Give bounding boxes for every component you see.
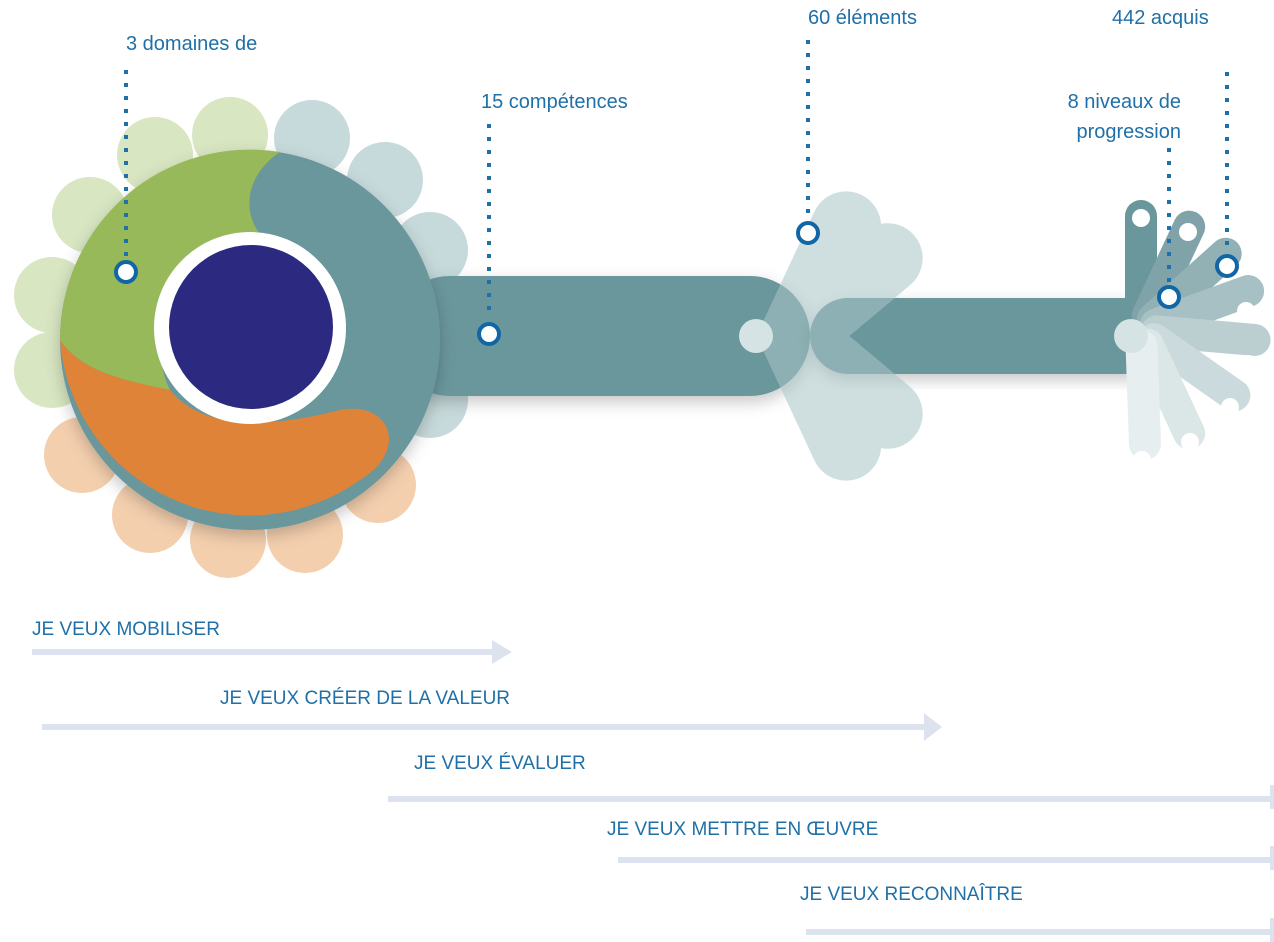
key-shaft [390,276,1165,396]
shaft-hole-2 [1114,319,1148,353]
action-reconnaitre: JE VEUX RECONNAÎTRE [800,884,1023,905]
label-elements: 60 éléments [808,7,917,29]
label-domains: 3 domaines de [126,33,258,55]
arrow-mettre [618,846,1274,870]
label-acquis: 442 acquis [1112,7,1209,29]
domains-disc [59,149,440,530]
action-arrows [32,640,1274,942]
action-mobiliser: JE VEUX MOBILISER [32,619,220,640]
arrow-evaluer [388,785,1274,809]
arrow-mobiliser [32,640,512,664]
action-evaluer: JE VEUX ÉVALUER [414,753,586,774]
label-competences: 15 compétences [481,91,628,113]
marker-circles [114,221,1239,346]
action-creer-valeur: JE VEUX CRÉER DE LA VALEUR [220,688,511,709]
action-mettre-en-oeuvre: JE VEUX METTRE EN ŒUVRE [607,819,879,840]
leader-lines [124,40,1229,318]
label-levels-line1: 8 niveaux de [1067,91,1181,113]
elements-fan [760,191,923,481]
levels-fan [1125,200,1271,469]
shaft-hole-1 [739,319,773,353]
arrow-creer [42,713,942,741]
arrow-reconnaitre [806,918,1274,942]
label-levels-line2: progression [1076,121,1181,143]
